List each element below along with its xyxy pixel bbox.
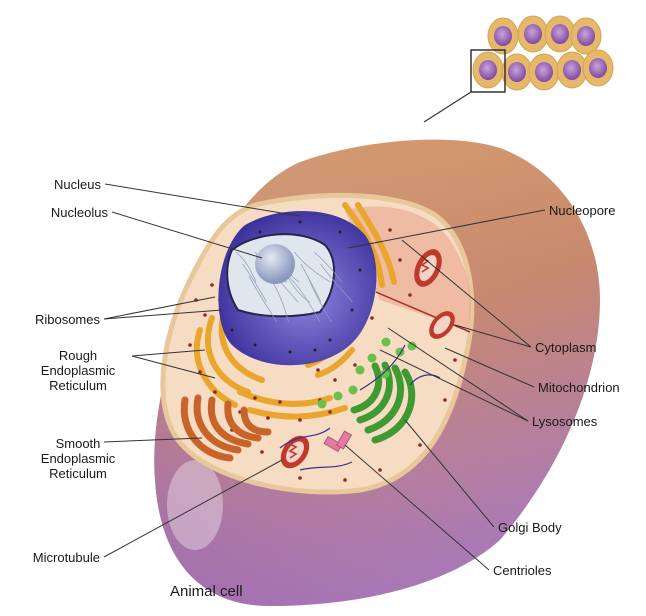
- chromatin-strand: [320, 263, 353, 303]
- ribosome-dot: [408, 293, 412, 297]
- nucleopore-dot: [298, 220, 302, 224]
- tissue-cell-nucleus: [508, 62, 526, 82]
- label-rough-er-line-2: Endoplasmic: [40, 363, 116, 378]
- leader-lines: [103, 183, 546, 571]
- label-golgi-body: Golgi Body: [498, 520, 562, 535]
- nucleus: [218, 211, 377, 366]
- lysosome: [333, 391, 343, 401]
- ribosome-dot: [253, 396, 257, 400]
- label-rough-er: Rough Endoplasmic Reticulum: [28, 348, 128, 393]
- ribosome-dot: [203, 313, 207, 317]
- nucleolus: [255, 244, 295, 284]
- zoom-line: [423, 91, 472, 123]
- tissue-cell-nucleus: [494, 26, 512, 46]
- microtubules: [279, 344, 441, 471]
- chromatin-strand: [287, 275, 321, 323]
- chromatin-strand: [300, 263, 322, 303]
- tissue-cell-nucleus: [563, 60, 581, 80]
- label-microtubule: Microtubule: [32, 550, 100, 565]
- tissue-cell-nucleus: [535, 62, 553, 82]
- ribosome-dot: [353, 363, 357, 367]
- chromatin-strand: [313, 251, 343, 283]
- ribosome-dot: [453, 358, 457, 362]
- cell-highlight: [167, 460, 223, 550]
- chromatin-strand: [235, 251, 257, 283]
- chromatin-strand: [307, 275, 332, 323]
- nucleopore-dot: [338, 230, 342, 234]
- nucleopore-dot: [328, 338, 332, 342]
- lysosomes: [317, 337, 417, 409]
- ribosome-dot: [328, 410, 332, 414]
- ribosome-dot: [333, 378, 337, 382]
- nucleopore-dot: [350, 308, 354, 312]
- ribosome-dot: [343, 478, 347, 482]
- centrioles: [323, 430, 353, 453]
- lysosome: [348, 385, 358, 395]
- lysosome: [355, 365, 365, 375]
- ribosome-dot: [298, 418, 302, 422]
- ribosome-dot: [298, 476, 302, 480]
- chromatin-strand: [242, 263, 267, 303]
- label-centrioles: Centrioles: [493, 563, 552, 578]
- ribosome-dot: [188, 343, 192, 347]
- tissue-cell-nucleus: [577, 26, 595, 46]
- ribosome-dot: [266, 416, 270, 420]
- ribosome-dot: [213, 390, 217, 394]
- label-smooth-er-line-2: Endoplasmic: [40, 451, 116, 466]
- label-nucleus: Nucleus: [54, 177, 101, 192]
- ribosome-dot: [398, 258, 402, 262]
- label-nucleopore: Nucleopore: [549, 203, 616, 218]
- chromatin-strand: [248, 275, 278, 323]
- tissue-cell-cluster: [423, 15, 614, 123]
- nucleopore-dot: [253, 343, 257, 347]
- nucleopores: [230, 220, 362, 354]
- nucleopore-dot: [358, 268, 362, 272]
- nucleopore-dot: [258, 230, 262, 234]
- label-rough-er-line-1: Rough: [58, 348, 98, 363]
- tissue-cell-nucleus: [551, 24, 569, 44]
- ribosome-dot: [443, 398, 447, 402]
- diagram-caption: Animal cell: [170, 583, 243, 600]
- nucleopore-dot: [230, 328, 234, 332]
- label-cytoplasm: Cytoplasm: [535, 340, 597, 355]
- ribosome-dot: [260, 450, 264, 454]
- cytoplasm-cut-edge: [375, 291, 471, 333]
- tissue-cell-nucleus: [524, 24, 542, 44]
- nucleopore-dot: [313, 348, 317, 352]
- lysosome: [407, 341, 417, 351]
- lysosome: [380, 369, 390, 379]
- lysosome: [317, 399, 327, 409]
- lysosome: [381, 337, 391, 347]
- label-smooth-er-line-1: Smooth: [55, 436, 101, 451]
- ribosome-dot: [316, 368, 320, 372]
- label-nucleolus: Nucleolus: [50, 205, 108, 220]
- chromatin-strand: [294, 251, 331, 283]
- label-rough-er-line-3: Reticulum: [49, 378, 107, 393]
- label-smooth-er-line-3: Reticulum: [49, 466, 107, 481]
- ribosome-dot: [388, 228, 392, 232]
- ribosome-dot: [278, 400, 282, 404]
- ribosome-dot: [378, 468, 382, 472]
- ribosome-dot: [210, 283, 214, 287]
- label-lysosomes: Lysosomes: [532, 414, 598, 429]
- mitochondrion: [280, 249, 455, 469]
- tissue-cell-nucleus: [479, 60, 497, 80]
- ribosome-dot: [198, 370, 202, 374]
- smooth-er: [180, 394, 272, 462]
- nucleopore-dot: [288, 350, 292, 354]
- label-ribosomes: Ribosomes: [34, 312, 100, 327]
- label-mitochondrion: Mitochondrion: [538, 380, 620, 395]
- ribosome-dot: [418, 443, 422, 447]
- zoom-box: [470, 49, 506, 93]
- label-smooth-er: Smooth Endoplasmic Reticulum: [28, 436, 128, 481]
- lysosome: [367, 353, 377, 363]
- ribosome-dot: [370, 316, 374, 320]
- tissue-cell-nucleus: [589, 58, 607, 78]
